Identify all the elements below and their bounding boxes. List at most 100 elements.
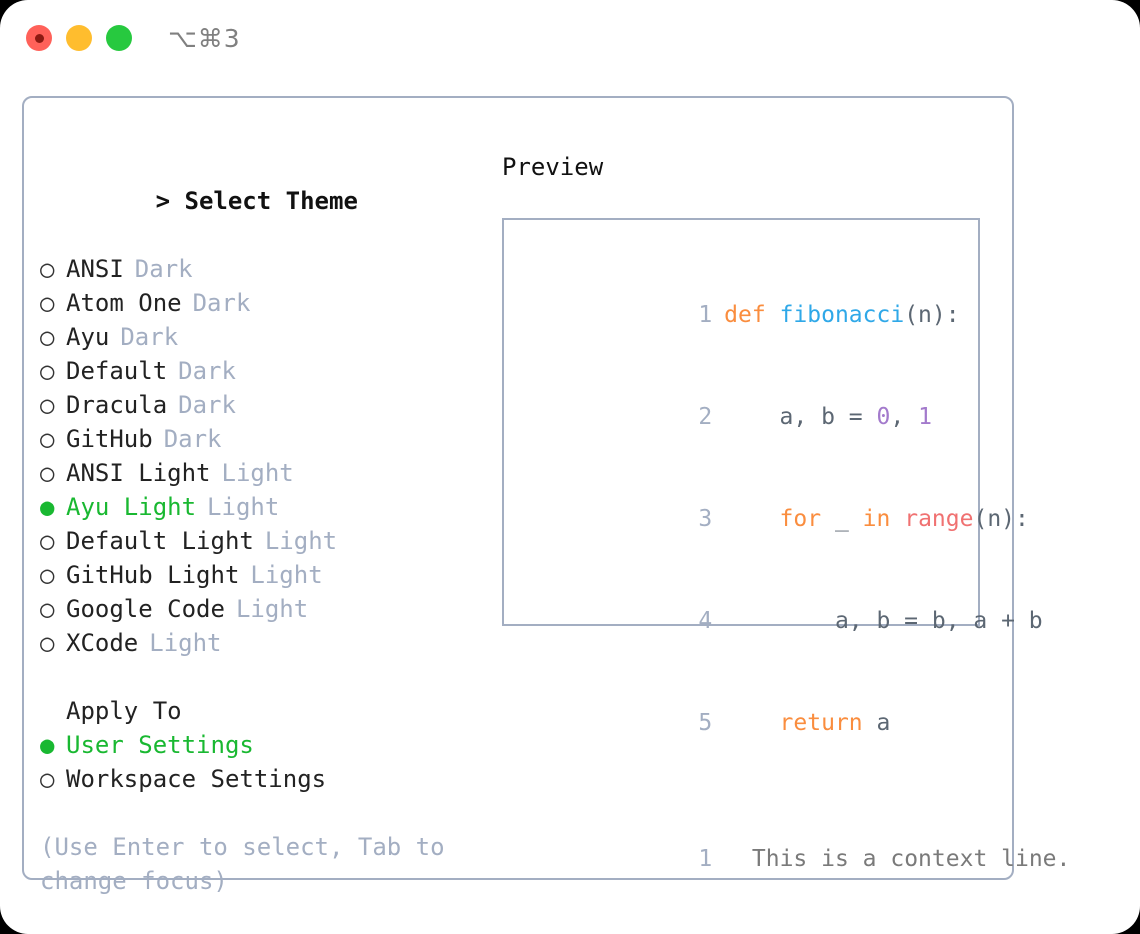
apply-to-option-user-settings[interactable]: ● User Settings	[40, 728, 480, 762]
select-theme-heading-label: Select Theme	[184, 187, 358, 215]
code-token: return	[724, 710, 863, 736]
radio-unselected-icon: ○	[40, 629, 55, 657]
keyboard-shortcut-label: ⌥⌘3	[168, 24, 241, 53]
main-panel: > Select Theme ○ ANSI Dark ○ Atom One Da…	[22, 96, 1070, 895]
theme-option-tag: Dark	[178, 357, 236, 385]
code-line: 5 return a	[522, 672, 978, 774]
theme-option-tag: Dark	[178, 391, 236, 419]
code-token: a, b = b, a + b	[724, 608, 1043, 634]
apply-to-heading: Apply To	[66, 697, 182, 725]
code-sample: 1 def fibonacci(n): 2 a, b = 0, 1 3 for _…	[522, 264, 1042, 774]
theme-option-dracula-dark[interactable]: ○ Dracula Dark	[40, 388, 480, 422]
code-token: a	[862, 710, 891, 736]
theme-option-label: XCode	[66, 629, 139, 657]
code-token: range	[904, 506, 974, 532]
diff-text: This is a context line.	[751, 846, 1071, 872]
theme-option-xcode[interactable]: ○ XCode Light	[40, 626, 480, 660]
code-token: (n):	[904, 302, 960, 328]
theme-option-google-code[interactable]: ○ Google Code Light	[40, 592, 480, 626]
list-spacer	[40, 660, 480, 694]
theme-option-ansi-dark[interactable]: ○ ANSI Dark	[40, 252, 480, 286]
help-text: (Use Enter to select, Tab to change focu…	[40, 833, 445, 895]
theme-option-atom-one-dark[interactable]: ○ Atom One Dark	[40, 286, 480, 320]
radio-unselected-icon: ○	[40, 255, 55, 283]
theme-option-default-dark[interactable]: ○ Default Dark	[40, 354, 480, 388]
apply-to-option-workspace-settings[interactable]: ○ Workspace Settings	[40, 762, 480, 796]
maximize-button-icon[interactable]	[106, 25, 132, 51]
radio-unselected-icon: ○	[40, 459, 55, 487]
minimize-button-icon[interactable]	[66, 25, 92, 51]
line-number: 1	[698, 302, 713, 328]
code-line: 1 def fibonacci(n):	[522, 264, 978, 366]
radio-unselected-icon: ○	[40, 595, 55, 623]
theme-option-tag: Light	[264, 527, 338, 555]
preview-heading: Preview	[502, 153, 604, 181]
radio-unselected-icon: ○	[40, 391, 55, 419]
theme-option-tag: Light	[250, 561, 323, 589]
line-number: 4	[698, 608, 713, 634]
traffic-light-buttons	[26, 25, 132, 51]
theme-option-default-light[interactable]: ○ Default Light Light	[40, 524, 480, 558]
radio-unselected-icon: ○	[40, 425, 55, 453]
code-token: in	[862, 506, 891, 532]
theme-option-tag: Light	[149, 629, 222, 657]
line-number: 3	[698, 506, 713, 532]
diff-spacer	[522, 774, 978, 808]
theme-option-ayu-dark[interactable]: ○ Ayu Dark	[40, 320, 480, 354]
theme-option-github-dark[interactable]: ○ GitHub Dark	[40, 422, 480, 456]
code-token: def	[724, 302, 780, 328]
focus-caret-icon: >	[155, 187, 171, 215]
code-line: 4 a, b = b, a + b	[522, 570, 1042, 672]
theme-option-tag: Dark	[163, 425, 222, 453]
theme-option-label: Ayu Light	[66, 493, 197, 521]
radio-selected-icon: ●	[40, 731, 55, 759]
theme-option-label: ANSI	[66, 255, 124, 283]
theme-option-tag: Light	[207, 493, 280, 521]
diff-marker	[724, 846, 738, 872]
code-line: 2 a, b = 0, 1	[522, 366, 978, 468]
line-number: 1	[698, 846, 713, 872]
theme-option-ansi-light[interactable]: ○ ANSI Light Light	[40, 456, 480, 490]
radio-unselected-icon: ○	[40, 357, 55, 385]
theme-option-tag: Light	[235, 595, 309, 623]
code-token: for	[724, 506, 822, 532]
apply-to-option-list: ● User Settings ○ Workspace Settings	[40, 728, 480, 796]
code-token	[890, 506, 904, 532]
radio-selected-icon: ●	[40, 493, 55, 521]
code-line: 3 for _ in range(n):	[522, 468, 1029, 570]
code-token: a, b =	[724, 404, 877, 430]
diff-sample: 1 This is a context line. 2- This line w…	[522, 808, 1070, 934]
theme-option-label: Default Light	[66, 527, 254, 555]
theme-option-label: Ayu	[66, 323, 110, 351]
theme-option-label: Google Code	[66, 595, 225, 623]
theme-option-ayu-light[interactable]: ● Ayu Light Light	[40, 490, 480, 524]
close-button-icon[interactable]	[26, 25, 52, 51]
apply-to-option-label: Workspace Settings	[66, 765, 327, 793]
radio-unselected-icon: ○	[40, 527, 55, 555]
theme-option-label: Atom One	[66, 289, 182, 317]
apply-to-option-label: User Settings	[66, 731, 254, 759]
preview-box: 1 def fibonacci(n): 2 a, b = 0, 1 3 for _…	[502, 218, 1070, 872]
select-theme-heading: > Select Theme	[40, 150, 480, 252]
theme-option-github-light[interactable]: ○ GitHub Light Light	[40, 558, 480, 592]
radio-unselected-icon: ○	[40, 289, 55, 317]
theme-option-tag: Dark	[192, 289, 251, 317]
diff-line-deleted: 2- This line was deleted.	[522, 910, 978, 934]
theme-option-tag: Dark	[134, 255, 193, 283]
diff-line-context: 1 This is a context line.	[522, 808, 1070, 910]
preview-column: Preview 1 def fibonacci(n): 2 a, b = 0, 1…	[502, 150, 1070, 872]
theme-option-label: GitHub Light	[66, 561, 240, 589]
radio-unselected-icon: ○	[40, 323, 55, 351]
code-token: 1	[918, 404, 932, 430]
radio-unselected-icon: ○	[40, 561, 55, 589]
code-token: ,	[890, 404, 919, 430]
theme-option-tag: Light	[221, 459, 294, 487]
theme-option-label: ANSI Light	[66, 459, 211, 487]
line-number: 2	[698, 404, 713, 430]
code-token: 0	[876, 404, 891, 430]
line-number: 5	[698, 710, 713, 736]
code-token: _	[821, 506, 863, 532]
radio-unselected-icon: ○	[40, 765, 55, 793]
theme-option-label: GitHub	[66, 425, 153, 453]
code-token: fibonacci	[779, 302, 905, 328]
